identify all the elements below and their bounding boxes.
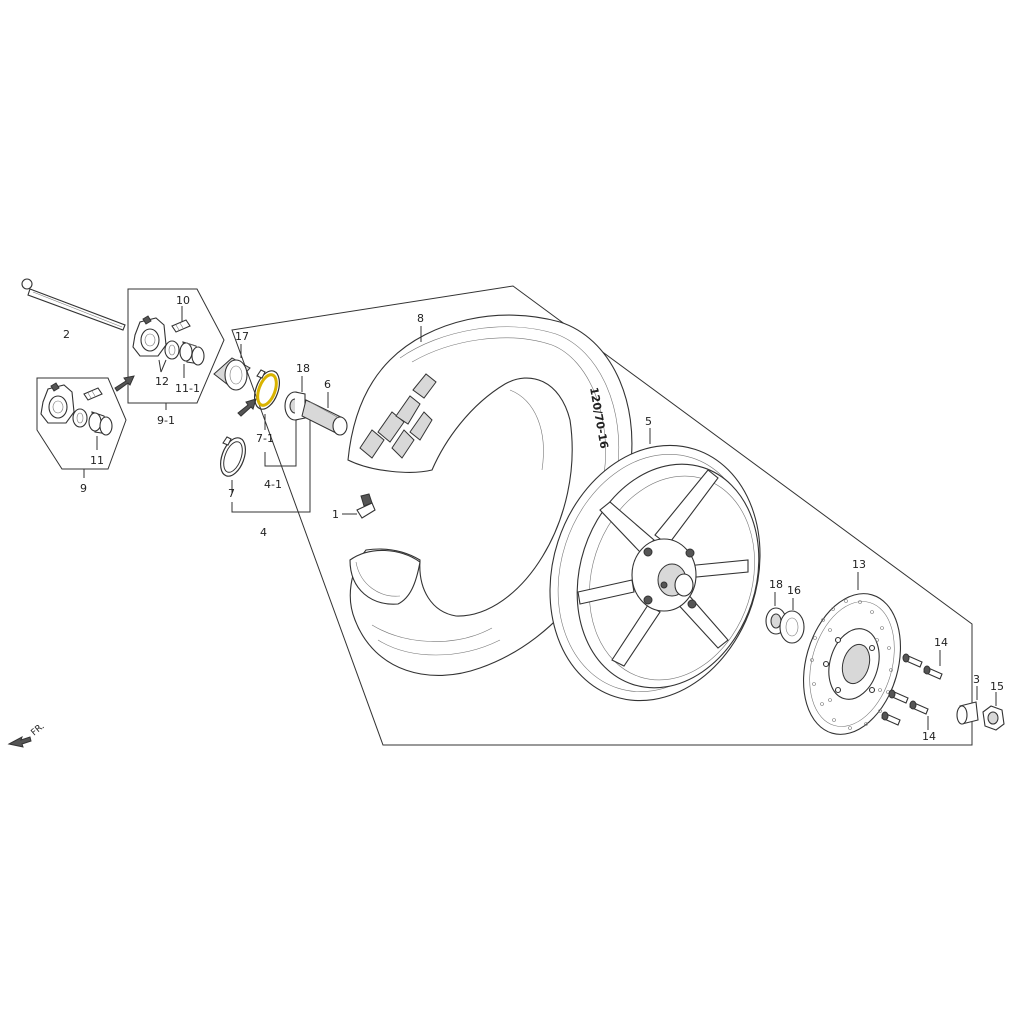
bracket-4 <box>231 420 311 513</box>
front-direction-marker <box>7 735 32 748</box>
label-part-18-right: 18 <box>769 578 783 591</box>
label-part-5: 5 <box>645 415 652 428</box>
disc-bolts-14-lower <box>881 689 929 726</box>
label-part-14-lower: 14 <box>922 730 936 743</box>
dust-seal-17 <box>213 357 251 391</box>
label-part-9: 9 <box>80 482 87 495</box>
distance-collar-6 <box>301 399 348 436</box>
dust-seal-lower <box>72 408 88 428</box>
label-part-3: 3 <box>973 673 980 686</box>
label-part-8: 8 <box>417 312 424 325</box>
label-part-14-upper: 14 <box>934 636 948 649</box>
label-part-17: 17 <box>235 330 249 343</box>
label-part-12: 12 <box>155 375 169 388</box>
label-part-9-1: 9-1 <box>157 414 175 427</box>
assembly-outline <box>231 285 973 746</box>
bracket-4-1 <box>264 392 297 467</box>
gear-pin-10 <box>171 319 191 333</box>
label-part-18-left: 18 <box>296 362 310 375</box>
gear-pin-lower <box>83 387 103 401</box>
speedo-gearbox-lower <box>40 382 75 424</box>
label-part-1: 1 <box>332 508 339 521</box>
group-box-9 <box>36 377 127 470</box>
bearing-11 <box>88 411 113 436</box>
side-collar-3 <box>956 701 979 725</box>
label-part-15: 15 <box>990 680 1004 693</box>
label-part-4-1: 4-1 <box>264 478 282 491</box>
brake-disc-13 <box>802 593 902 735</box>
dust-seal-16 <box>779 610 805 644</box>
label-part-7: 7 <box>228 487 235 500</box>
axle-nut-15 <box>982 705 1005 731</box>
arrow-to-7-1-icon <box>237 398 257 417</box>
front-marker-label: FR. <box>30 722 47 739</box>
axle <box>21 278 126 331</box>
label-part-4: 4 <box>260 526 267 539</box>
label-part-11: 11 <box>90 454 104 467</box>
label-part-7-1: 7-1 <box>256 432 274 445</box>
label-part-6: 6 <box>324 378 331 391</box>
label-part-2: 2 <box>63 328 70 341</box>
arrow-9-to-9-1-icon <box>114 375 135 392</box>
speedo-gearbox-upper <box>132 315 167 357</box>
label-part-11-1: 11-1 <box>175 382 200 395</box>
label-part-10: 10 <box>176 294 190 307</box>
group-box-9-1 <box>127 288 225 404</box>
tire-valve-1 <box>342 493 376 519</box>
bearing-11-1 <box>179 341 205 366</box>
dust-seal-12-upper <box>164 340 180 360</box>
disc-bolts-14-upper <box>902 653 943 680</box>
label-part-16: 16 <box>787 584 801 597</box>
label-part-13: 13 <box>852 558 866 571</box>
retainer-ring-7 <box>220 436 246 477</box>
wheel-rim-5 <box>549 444 761 702</box>
retainer-ring-7-1 <box>254 369 280 410</box>
